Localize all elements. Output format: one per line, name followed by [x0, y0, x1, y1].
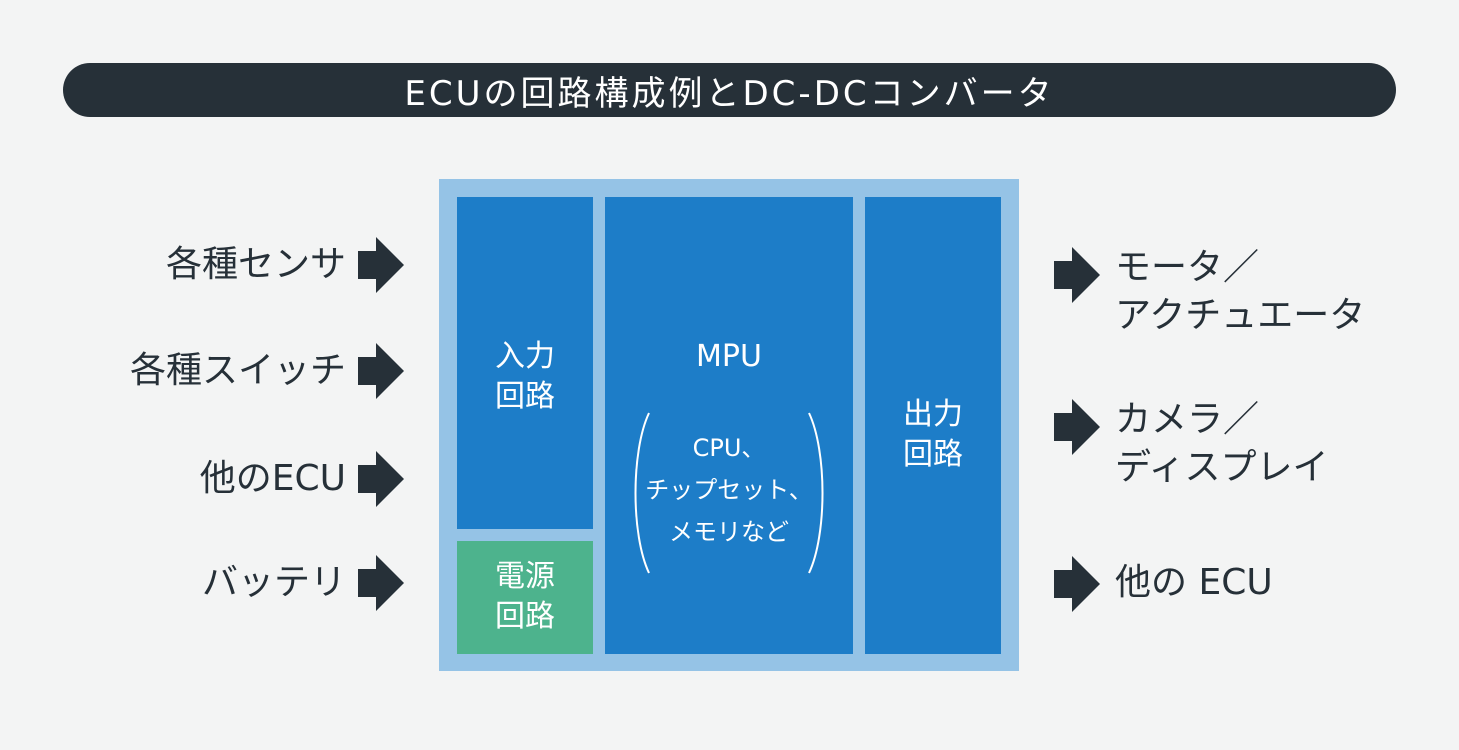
input-circuit-block: 入力 回路	[457, 197, 593, 529]
output-motor-line2: アクチュエータ	[1115, 295, 1366, 336]
output-label-camera-display: カメラ／ ディスプレイ	[1115, 396, 1328, 492]
diagram-title: ECUの回路構成例とDC-DCコンバータ	[404, 73, 1055, 114]
right-arrow-icon	[1054, 556, 1100, 612]
mpu-detail-cpu: CPU、	[692, 434, 766, 462]
input-circuit-label-line2: 回路	[495, 379, 555, 414]
mpu-label: MPU	[696, 339, 762, 374]
right-arrow-icon	[358, 343, 404, 399]
input-label-sensors: 各種センサ	[165, 244, 346, 285]
mpu-details: CPU、 チップセット、 メモリなど	[605, 427, 853, 553]
right-arrow-icon	[358, 555, 404, 611]
input-label-battery: バッテリ	[201, 562, 346, 603]
output-circuit-block: 出力 回路	[865, 197, 1001, 654]
output-label-other-ecu: 他の ECU	[1115, 559, 1273, 607]
power-circuit-block: 電源 回路	[457, 541, 593, 654]
input-circuit-label-line1: 入力	[495, 339, 555, 374]
output-circuit-label-line2: 回路	[903, 437, 963, 472]
output-display-line1: カメラ／	[1115, 399, 1260, 440]
right-parenthesis-icon	[808, 412, 824, 574]
input-label-other-ecu: 他のECU	[199, 458, 346, 499]
output-label-motor-actuator: モータ／ アクチュエータ	[1115, 244, 1365, 340]
right-arrow-icon	[358, 237, 404, 293]
input-label-switches: 各種スイッチ	[129, 350, 346, 391]
right-arrow-icon	[358, 451, 404, 507]
right-arrow-icon	[1054, 247, 1100, 303]
diagram-title-bar: ECUの回路構成例とDC-DCコンバータ	[63, 63, 1396, 117]
ecu-frame: 入力 回路 電源 回路 MPU CPU、 チップセット、 メモリなど 出力 回路	[439, 179, 1019, 671]
right-arrow-icon	[1054, 399, 1100, 455]
power-circuit-label-line2: 回路	[495, 599, 555, 634]
power-circuit-label-line1: 電源	[495, 559, 555, 594]
output-ecu-line1: 他の ECU	[1115, 562, 1273, 603]
mpu-detail-memory: メモリなど	[669, 518, 789, 546]
output-motor-line1: モータ／	[1115, 247, 1260, 288]
output-circuit-label-line1: 出力	[903, 397, 963, 432]
left-parenthesis-icon	[634, 412, 650, 574]
mpu-detail-chipset: チップセット、	[645, 476, 813, 504]
output-display-line2: ディスプレイ	[1115, 447, 1329, 488]
mpu-block: MPU CPU、 チップセット、 メモリなど	[605, 197, 853, 654]
